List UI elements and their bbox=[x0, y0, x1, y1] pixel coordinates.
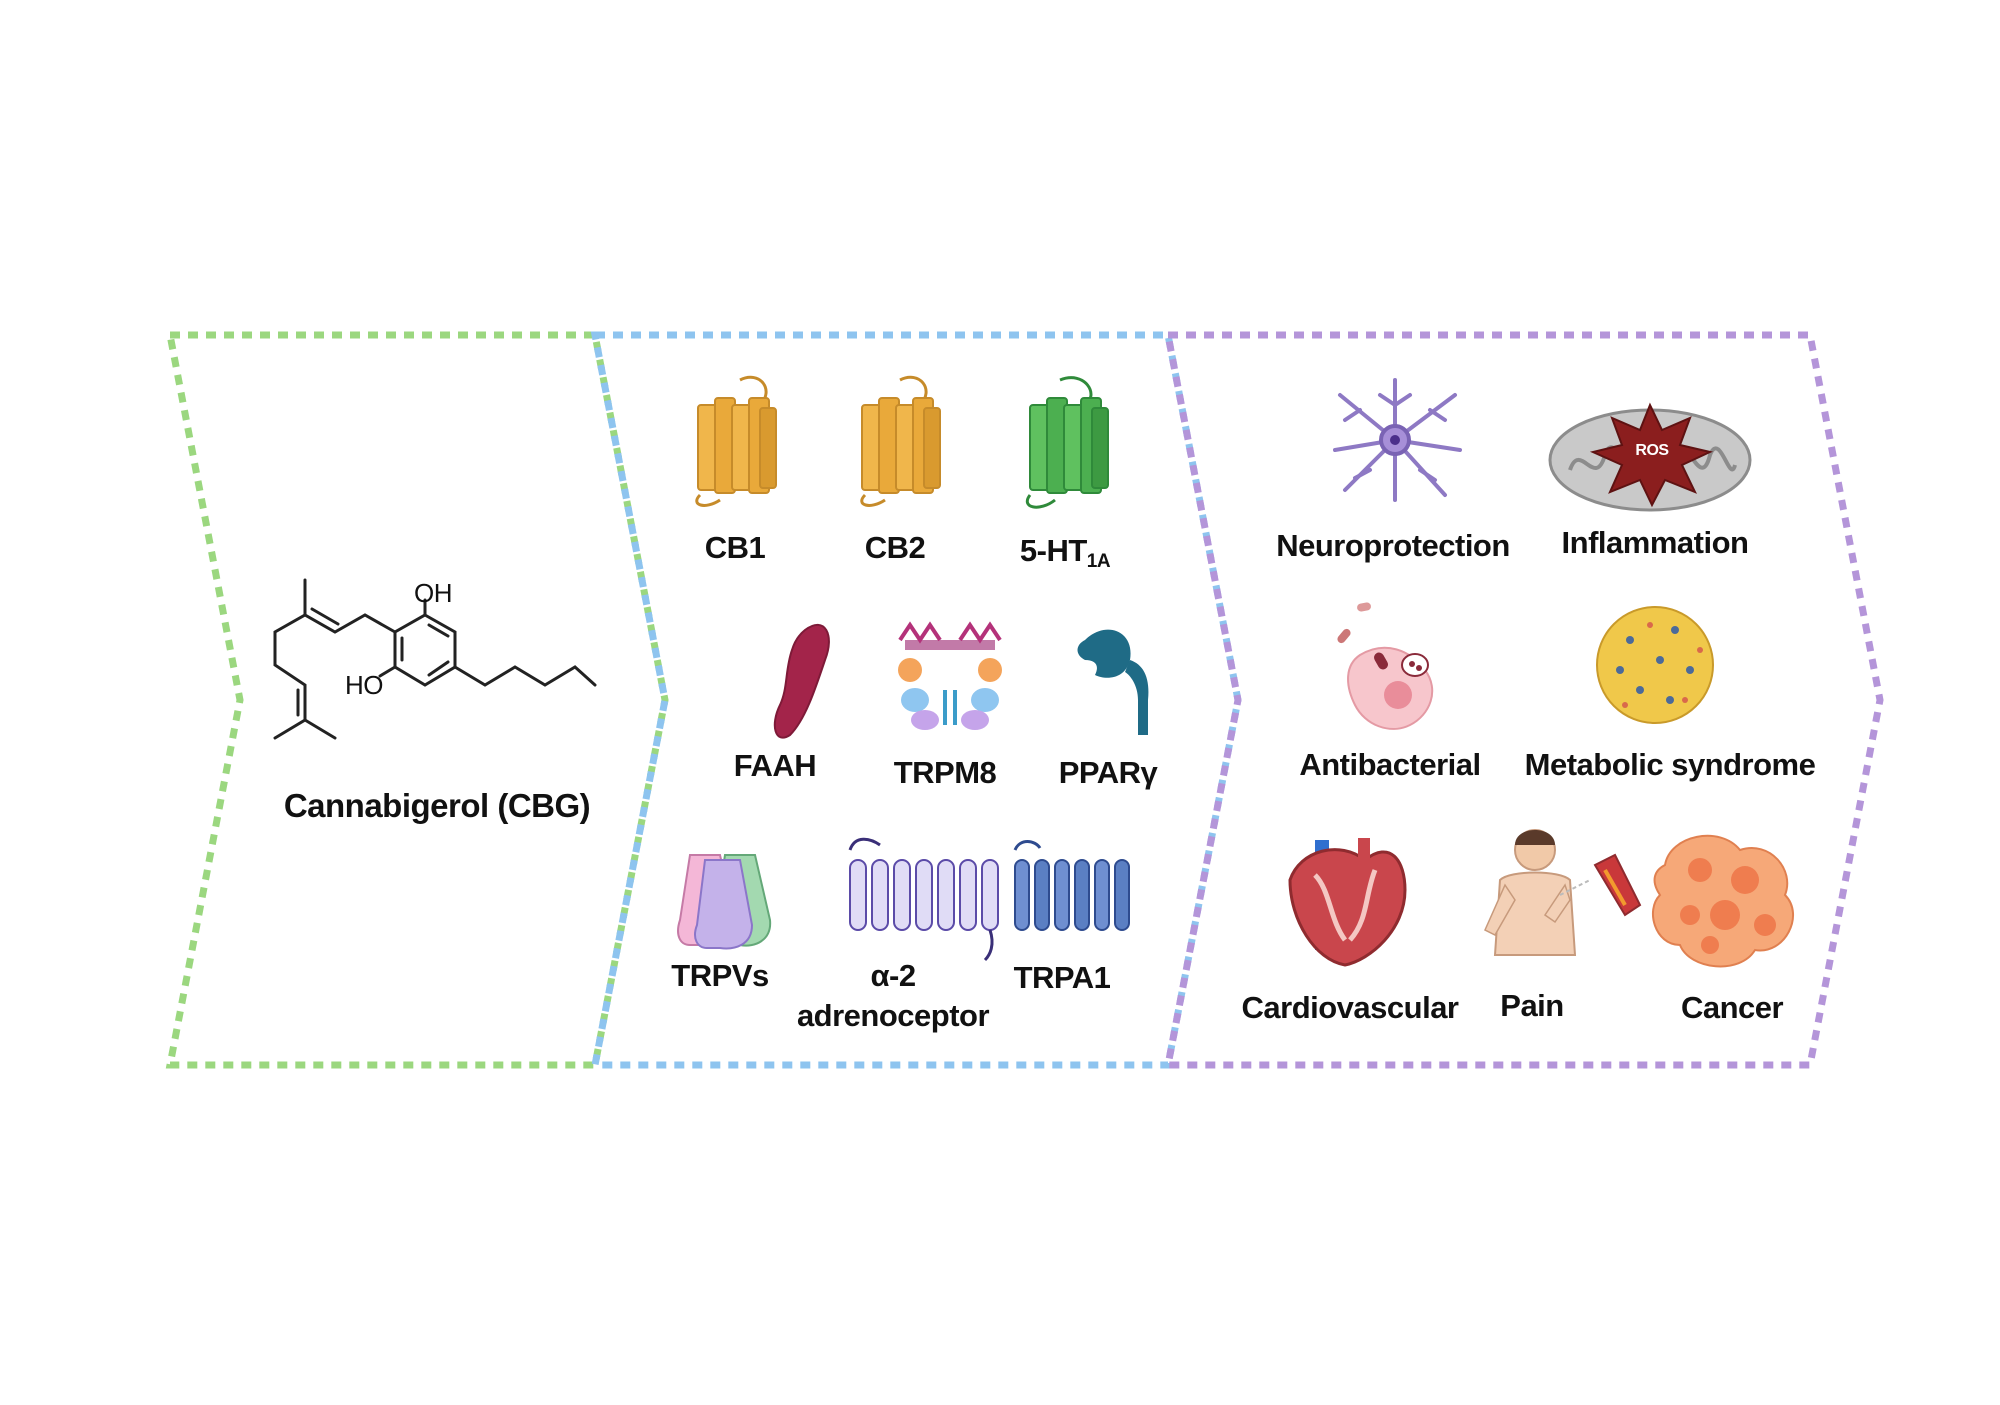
cb1-label: CB1 bbox=[704, 530, 766, 565]
cb2-label: CB2 bbox=[864, 530, 926, 565]
cancer-label: Cancer bbox=[1680, 990, 1784, 1025]
ppar-icon bbox=[1077, 629, 1149, 735]
ros-star-icon bbox=[1589, 402, 1714, 508]
atom-oh-top: OH bbox=[414, 578, 453, 608]
effects-panel-border bbox=[1163, 331, 1884, 1069]
trpm8-icon bbox=[898, 621, 1002, 730]
metabolic-syndrome-label: Metabolic syndrome bbox=[1524, 747, 1816, 782]
5ht1a-receptor-icon bbox=[1026, 376, 1109, 509]
alpha2-label-line1: α-2 bbox=[870, 958, 916, 993]
atom-ho-left: HO bbox=[345, 670, 384, 700]
cb2-receptor-icon bbox=[860, 375, 941, 507]
5ht1a-label-sub: 1A bbox=[1086, 551, 1111, 572]
cb1-receptor-icon bbox=[695, 375, 777, 507]
5ht1a-label: 5-HT1A bbox=[1019, 533, 1111, 573]
cbg-name-label: Cannabigerol (CBG) bbox=[283, 787, 591, 824]
5ht1a-label-main: 5-HT bbox=[1019, 533, 1087, 568]
faah-icon bbox=[773, 623, 830, 739]
person-pain-icon bbox=[1484, 829, 1642, 956]
targets-panel-border bbox=[590, 331, 1242, 1069]
neuron-icon bbox=[1333, 378, 1462, 502]
adipocyte-icon bbox=[1596, 606, 1714, 724]
neuroprotection-label: Neuroprotection bbox=[1276, 528, 1510, 563]
macrophage-icon bbox=[1337, 602, 1434, 730]
trpa1-icon bbox=[1013, 840, 1130, 931]
pain-label: Pain bbox=[1500, 988, 1564, 1023]
molecule-panel-border bbox=[165, 331, 669, 1069]
ros-label: ROS bbox=[1635, 442, 1669, 459]
alpha2-label-line2: adrenoceptor bbox=[796, 998, 990, 1033]
trpm8-label: TRPM8 bbox=[893, 755, 997, 790]
heart-icon bbox=[1288, 838, 1407, 967]
trpvs-icon bbox=[677, 854, 772, 950]
tumor-icon bbox=[1651, 834, 1795, 968]
cardiovascular-label: Cardiovascular bbox=[1241, 990, 1460, 1025]
ppar-label: PPARγ bbox=[1058, 755, 1158, 790]
faah-label: FAAH bbox=[733, 748, 817, 783]
alpha2-adrenoceptor-icon bbox=[848, 837, 999, 962]
antibacterial-label: Antibacterial bbox=[1299, 747, 1481, 782]
inflammation-label: Inflammation bbox=[1561, 525, 1749, 560]
cbg-structure bbox=[273, 578, 597, 740]
trpa1-label: TRPA1 bbox=[1013, 960, 1111, 995]
trpvs-label: TRPVs bbox=[671, 958, 769, 993]
